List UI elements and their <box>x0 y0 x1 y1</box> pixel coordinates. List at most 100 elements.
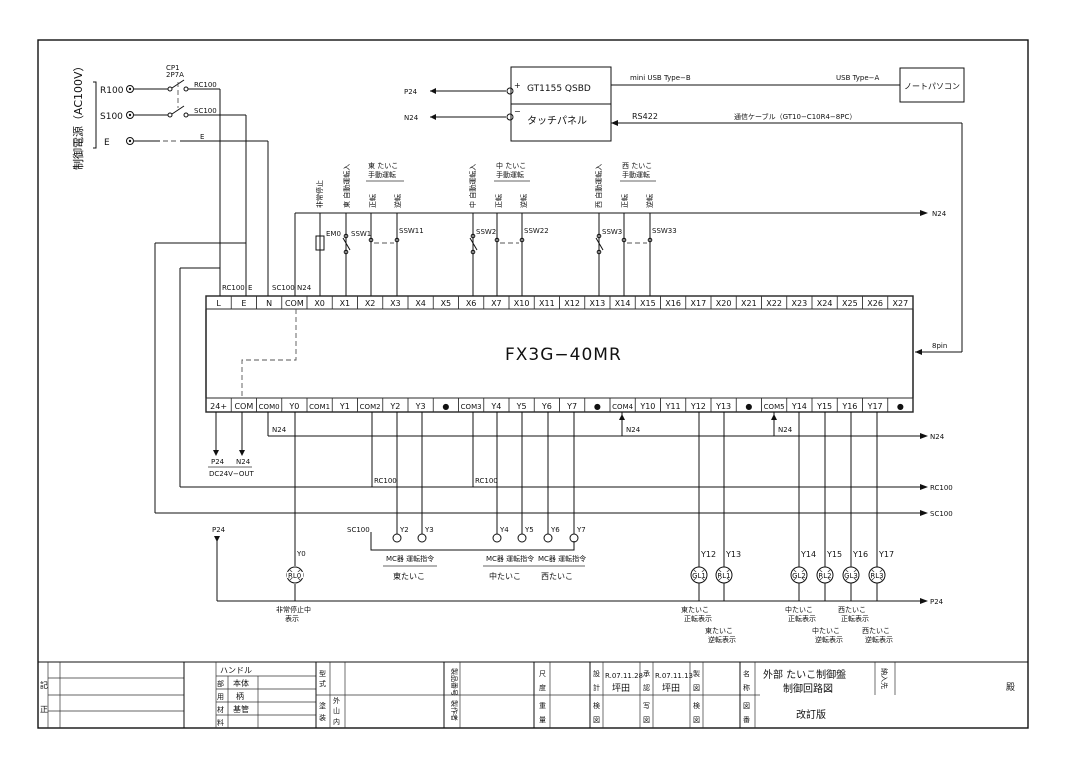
lamp-label-3: RL2 <box>818 572 831 580</box>
bot-terminal-25: Y16 <box>841 402 857 411</box>
bot-terminal-15: ● <box>594 402 601 411</box>
top-terminal-20: X20 <box>716 299 732 308</box>
bot-terminal-24: Y15 <box>816 402 832 411</box>
top-terminal-19: X17 <box>691 299 707 308</box>
svg-text:−: − <box>514 107 521 116</box>
n24-mid-label: N24 <box>930 433 945 441</box>
rs422-label: RS422 <box>632 112 658 121</box>
bot-terminal-26: Y17 <box>867 402 883 411</box>
input-label-mid-auto: 中 自動運転入 <box>468 164 477 208</box>
svg-text:量: 量 <box>539 716 546 724</box>
power-supply: 制御電源（AC100V） R100 S100 E CP1 2P7A RC100 … <box>71 60 312 296</box>
lamp-y-label-1: Y13 <box>725 550 741 559</box>
bot-terminal-17: Y10 <box>639 402 655 411</box>
bot-terminal-18: Y11 <box>665 402 681 411</box>
svg-text:Y3: Y3 <box>424 526 434 534</box>
svg-text:内: 内 <box>333 717 340 726</box>
input-label-east-manual-2: 手動運転 <box>368 170 396 179</box>
tb-rev2-date: R.07.11.13 <box>655 672 693 680</box>
svg-text:図: 図 <box>693 684 700 692</box>
switch-ssw2: SSW2 <box>469 213 496 296</box>
input-label-east-auto: 東 自動運転入 <box>342 164 351 208</box>
tb-maker: 製作者 <box>450 700 459 721</box>
group-mid-label: 中たいこ <box>489 571 521 581</box>
east-rev-label: 逆転 <box>393 194 402 208</box>
svg-text:SSW1: SSW1 <box>351 230 371 238</box>
svg-text:検: 検 <box>693 701 700 710</box>
svg-text:装: 装 <box>319 713 326 722</box>
cap-mid-rev-1: 中たいこ <box>812 626 840 635</box>
laptop-label: ノートパソコン <box>904 82 960 91</box>
bot-terminal-2: COM0 <box>259 403 280 411</box>
cap-east-rev-2: 逆転表示 <box>708 635 736 644</box>
top-terminal-24: X24 <box>817 299 833 308</box>
svg-text:塗: 塗 <box>319 701 326 710</box>
usb-mini-label: mini USB Type−B <box>630 74 691 82</box>
relay-y7: Y7 <box>569 412 586 543</box>
relay-y3: Y3 <box>417 412 434 543</box>
terminal-e: E <box>104 138 110 148</box>
top-terminal-3: COM <box>285 299 304 308</box>
top-terminal-8: X4 <box>415 299 426 308</box>
terminal-r100: R100 <box>100 86 124 96</box>
tb-rev2-name: 坪田 <box>662 683 680 694</box>
bot-cell-27 <box>887 397 914 413</box>
bot-terminal-22: COM5 <box>764 403 785 411</box>
mid-fwd-label: 正転 <box>495 194 503 208</box>
dc-n24-label: N24 <box>236 458 251 466</box>
svg-text:Y6: Y6 <box>550 526 560 534</box>
bot-terminal-23: Y14 <box>791 402 807 411</box>
cap-west-fwd-1: 西たいこ <box>838 606 866 614</box>
switch-ssw22: SSW22 <box>494 213 549 296</box>
bot-terminal-8: Y3 <box>415 402 426 411</box>
bot-terminal-12: Y5 <box>516 402 527 411</box>
dc-p24-label: P24 <box>211 458 225 466</box>
west-mc-label: MC器 運転指令 <box>538 554 586 563</box>
svg-text:図: 図 <box>693 716 700 724</box>
wire-rc100-label: RC100 <box>194 81 217 89</box>
bot-terminal-0: 24+ <box>210 402 227 411</box>
svg-text:称: 称 <box>743 683 750 692</box>
top-terminal-12: X10 <box>514 299 530 308</box>
bot-terminal-4: COM1 <box>309 403 330 411</box>
svg-text:図: 図 <box>643 716 650 724</box>
lamp-label-2: GL2 <box>792 572 806 580</box>
bot-terminal-7: Y2 <box>389 402 400 411</box>
lamp-y-label-5: Y17 <box>878 550 894 559</box>
lamp-y-label-3: Y15 <box>826 550 842 559</box>
switch-ssw3: SSW3 <box>595 213 622 296</box>
mid-mc-label: MC器 運転指令 <box>486 554 534 563</box>
bot-terminal-14: Y7 <box>566 402 577 411</box>
lamp-outputs: Y0 RL0 非常停止中 表示 GL1Y12RL1Y13GL2Y14RL2Y15… <box>276 412 894 644</box>
top-terminal-16: X14 <box>615 299 631 308</box>
svg-text:図: 図 <box>593 716 600 724</box>
svg-text:Y7: Y7 <box>576 526 586 534</box>
relay-sc100-label: SC100 <box>347 526 370 534</box>
rc100-bus-label: RC100 <box>930 484 953 492</box>
svg-text:計: 計 <box>593 683 600 692</box>
top-terminal-6: X2 <box>365 299 376 308</box>
west-rev-label: 逆転 <box>645 194 654 208</box>
plc-n24-label: N24 <box>297 284 312 292</box>
relay-y2: Y2 <box>392 412 409 543</box>
n24-com5-label: N24 <box>778 426 793 434</box>
cap-west-rev-2: 逆転表示 <box>865 635 893 644</box>
top-terminal-9: X5 <box>441 299 452 308</box>
tb-handle: ハンドル <box>220 666 252 675</box>
rl0-caption-2: 表示 <box>285 614 299 623</box>
top-terminal-27: X27 <box>893 299 909 308</box>
bot-terminal-21: ● <box>745 402 752 411</box>
tp-p24-label: P24 <box>404 88 418 96</box>
relay-y6: Y6 <box>543 412 560 543</box>
svg-text:度: 度 <box>539 683 546 692</box>
svg-text:Y2: Y2 <box>399 526 409 534</box>
tb-title1: 外部 たいこ制御盤 <box>763 668 846 681</box>
input-label-mid-manual-2: 手動運転 <box>496 170 524 179</box>
tb-cert: 製品番号 <box>450 668 459 696</box>
cap-west-rev-1: 西たいこ <box>862 627 890 635</box>
svg-text:EM0: EM0 <box>326 230 341 238</box>
svg-text:用: 用 <box>217 693 224 701</box>
